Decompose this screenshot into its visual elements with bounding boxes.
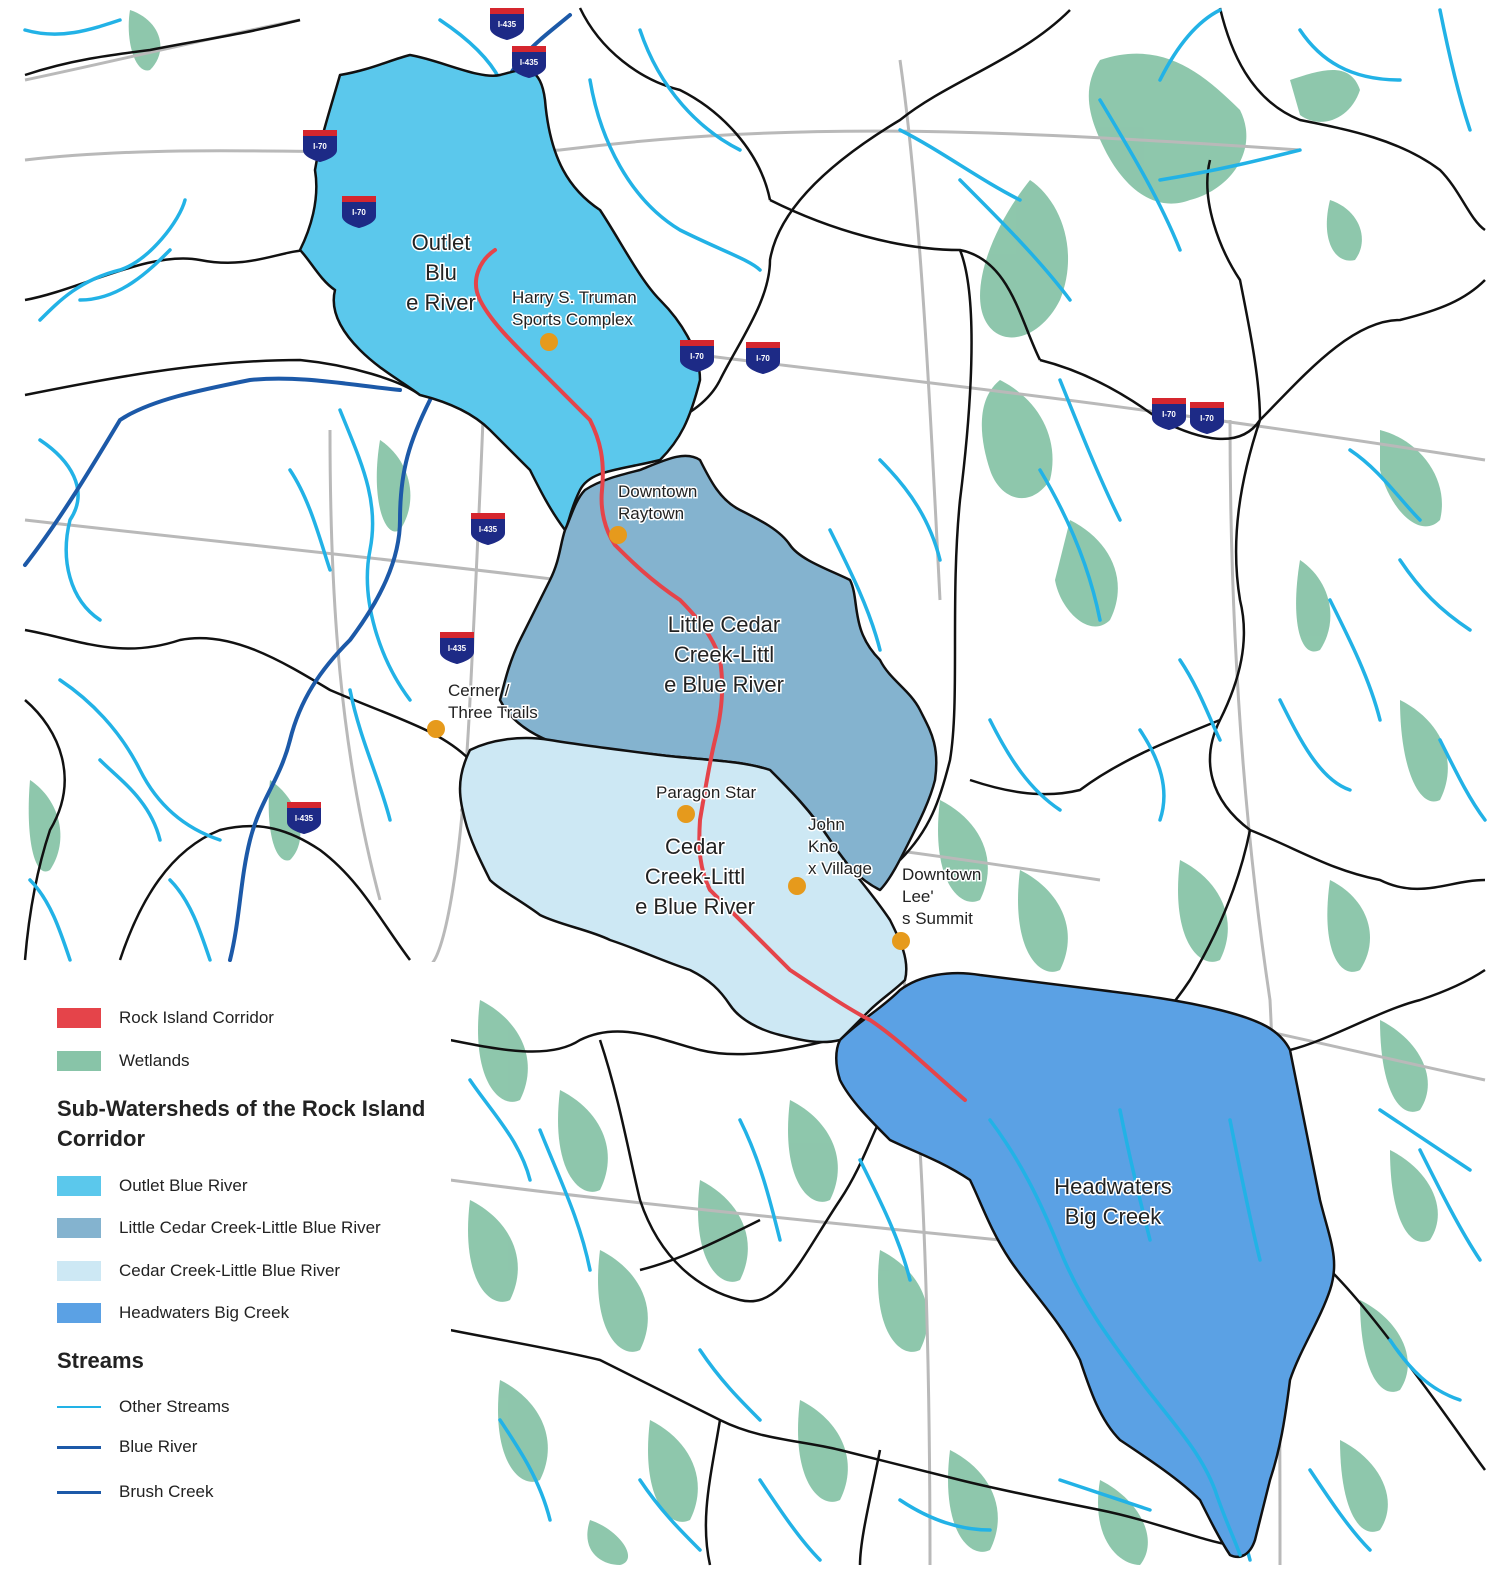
headwaters-swatch xyxy=(57,1303,101,1323)
legend-corridor: Rock Island Corridor xyxy=(57,1008,274,1028)
legend-brush-creek: Brush Creek xyxy=(57,1482,213,1502)
label-paragon: Paragon Star xyxy=(656,783,757,802)
svg-text:I-70: I-70 xyxy=(313,142,327,151)
raytown-marker xyxy=(609,526,627,544)
john-knox-marker xyxy=(788,877,806,895)
legend-outlet: Outlet Blue River xyxy=(57,1176,248,1196)
legend-little-cedar: Little Cedar Creek-Little Blue River xyxy=(57,1218,381,1238)
svg-text:I-435: I-435 xyxy=(295,814,314,823)
i70-shield-5: I-70 xyxy=(1152,398,1186,430)
svg-text:I-435: I-435 xyxy=(498,20,517,29)
svg-text:I-435: I-435 xyxy=(520,58,539,67)
other-streams-symbol xyxy=(57,1406,101,1408)
i70-shield-2: I-70 xyxy=(342,196,376,228)
i70-shield-3: I-70 xyxy=(680,340,714,372)
legend-other-streams: Other Streams xyxy=(57,1397,230,1417)
cerner-marker xyxy=(427,720,445,738)
corridor-swatch xyxy=(57,1008,101,1028)
poi-markers xyxy=(427,333,910,950)
legend-blue-river: Blue River xyxy=(57,1437,197,1457)
interstate-shields: I-435 I-435 I-70 I-70 I-70 I-70 I-70 I- xyxy=(287,8,1224,834)
svg-text:I-70: I-70 xyxy=(690,352,704,361)
outlet-swatch xyxy=(57,1176,101,1196)
legend-wetlands: Wetlands xyxy=(57,1051,190,1071)
i435-shield-2: I-435 xyxy=(512,46,546,78)
paragon-marker xyxy=(677,805,695,823)
svg-text:I-70: I-70 xyxy=(1162,410,1176,419)
i435-shield-5: I-435 xyxy=(287,802,321,834)
wetland-areas xyxy=(28,10,1448,1565)
wetlands-swatch xyxy=(57,1051,101,1071)
headwaters-big-creek-area xyxy=(835,971,1336,1559)
i435-shield-3: I-435 xyxy=(471,513,505,545)
little-cedar-creek-area xyxy=(498,454,938,892)
little-cedar-swatch xyxy=(57,1218,101,1238)
legend-streams-heading: Streams xyxy=(57,1348,144,1373)
i435-shield-4: I-435 xyxy=(440,632,474,664)
svg-text:I-70: I-70 xyxy=(352,208,366,217)
label-cerner: Cerner /Three Trails xyxy=(448,681,538,722)
blue-river-symbol xyxy=(57,1445,101,1449)
cedar-swatch xyxy=(57,1261,101,1281)
headwaters-streams xyxy=(988,1108,1262,1557)
svg-text:I-435: I-435 xyxy=(448,644,467,653)
truman-marker xyxy=(540,333,558,351)
lees-summit-marker xyxy=(892,932,910,950)
map-legend: Rock Island Corridor Wetlands Sub-Waters… xyxy=(25,962,451,1562)
subwatershed-polygons xyxy=(298,53,1336,1559)
legend-headwaters: Headwaters Big Creek xyxy=(57,1303,289,1323)
svg-text:I-435: I-435 xyxy=(479,525,498,534)
rock-island-corridor-line xyxy=(474,248,967,1102)
i435-shield-1: I-435 xyxy=(490,8,524,40)
i70-shield-6: I-70 xyxy=(1190,402,1224,434)
outlet-blue-river-area xyxy=(298,53,702,532)
legend-cedar: Cedar Creek-Little Blue River xyxy=(57,1261,340,1281)
svg-text:I-70: I-70 xyxy=(1200,414,1214,423)
brush-creek-symbol xyxy=(57,1490,101,1494)
i70-shield-1: I-70 xyxy=(303,130,337,162)
legend-subwatersheds-heading: Sub-Watersheds of the Rock Island Corrid… xyxy=(57,1096,426,1151)
svg-text:I-70: I-70 xyxy=(756,354,770,363)
i70-shield-4: I-70 xyxy=(746,342,780,374)
